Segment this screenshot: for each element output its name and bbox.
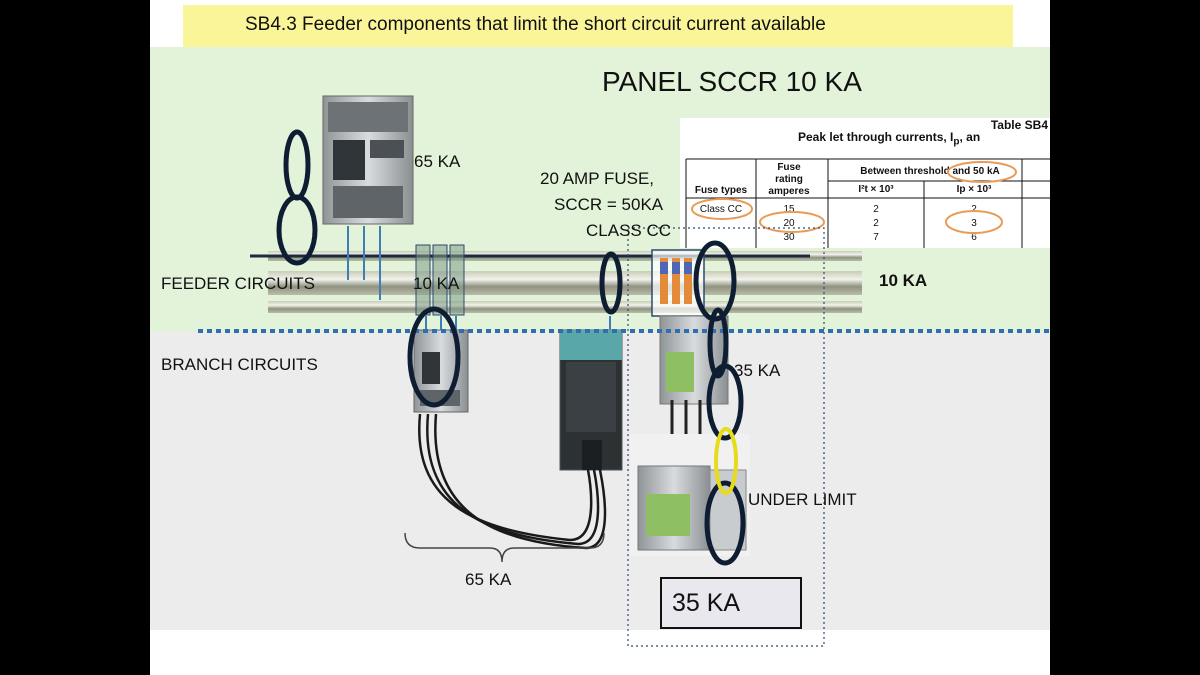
slide-canvas: SB4.3 Feeder components that limit the s… [150,0,1050,675]
panel-sccr-title: PANEL SCCR 10 KA [602,66,862,97]
feeder-breaker-image [322,95,414,300]
feeder-mid-rating: 10 KA [413,274,460,293]
fuse-label-line-3: CLASS CC [586,221,672,240]
header-fuse-rating-2: rating [775,174,803,185]
branch-circuits-label: BRANCH CIRCUITS [161,355,318,374]
let-through-table: Table SB4 Peak let through currents, Ip,… [680,118,1050,248]
breaker-top-rating: 65 KA [414,152,461,171]
under-limit-label: UNDER LIMIT [748,490,857,509]
fuse-holder-image [651,249,705,317]
fuse-label-line-1: 20 AMP FUSE, [540,169,655,188]
section-title-highlight [183,5,1013,47]
feeder-circuits-label: FEEDER CIRCUITS [161,274,315,293]
emphasis-rings [276,129,746,566]
row-2-i2t: 2 [873,218,879,229]
under-limit-ring [714,427,738,495]
header-i2t: I²t × 10³ [858,184,894,195]
row-1-rating: 15 [783,204,795,215]
row-2-ip: 3 [971,218,977,229]
contactor-rating: 35 KA [734,361,781,380]
feeder-busbars [268,251,862,313]
starter-rating-value: 35 KA [672,589,741,617]
branch-brace [404,532,605,563]
table-title: Table SB4 [990,118,1048,132]
table-grid [685,158,1050,248]
brace-rating: 65 KA [465,570,512,589]
header-between-threshold: Between threshold and 50 kA [860,166,1000,177]
motor-starter-image [630,315,750,556]
header-fuse-types: Fuse types [694,185,748,196]
header-fuse-rating-3: amperes [768,186,810,197]
table-subtitle: Peak let through currents, Ip, an [798,130,981,148]
row-1-ip: 2 [971,204,977,215]
diagram-graphics [198,95,1050,647]
drive-unit-image [559,316,623,471]
row-3-ip: 6 [971,232,977,243]
fuse-label-line-2: SCCR = 50KA [554,195,664,214]
row-3-i2t: 7 [873,232,879,243]
header-fuse-rating-1: Fuse [777,162,801,173]
row-2-rating: 20 [783,218,795,229]
starter-group-outline [627,227,825,647]
branch-cables [418,413,607,550]
row-3-rating: 30 [783,232,795,243]
section-title: SB4.3 Feeder components that limit the s… [245,14,826,35]
feeder-right-rating: 10 KA [879,271,928,290]
header-ip: Ip × 10³ [956,184,992,195]
table-highlight-circles [691,161,1017,234]
tap-boxes [415,244,465,316]
row-1-i2t: 2 [873,204,879,215]
row-fuse-type: Class CC [699,204,743,215]
starter-rating-box: 35 KA [660,577,802,629]
